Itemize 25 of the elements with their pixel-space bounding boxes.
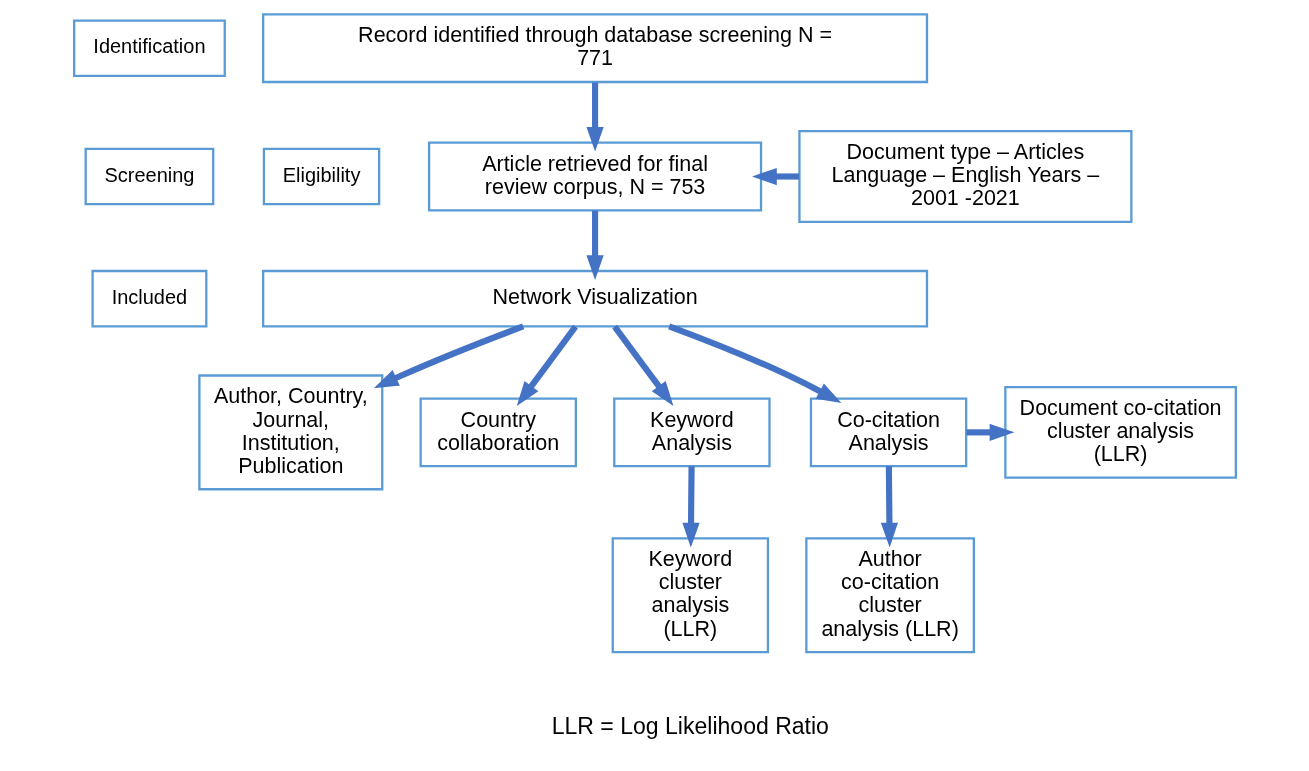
node-box: Screening <box>84 147 214 206</box>
node-box: Document type – Articles Language – English Years – 2001 -2021 <box>797 130 1132 223</box>
arrow <box>611 324 673 406</box>
arrow <box>681 466 700 548</box>
arrow <box>373 323 524 389</box>
arrow <box>667 323 841 403</box>
label: LLR = Log Likelihood Ratio <box>551 713 829 740</box>
node-box: Record identified through database screening N = 771 <box>261 13 928 84</box>
arrow <box>880 466 898 548</box>
arrow <box>751 167 799 186</box>
arrow <box>585 210 604 280</box>
arrow <box>516 324 578 406</box>
node-box: Document co-citation cluster analysis (LLR) <box>1003 385 1237 479</box>
node-box: Included <box>90 269 207 328</box>
node-box: Keyword cluster analysis (LLR) <box>611 537 769 654</box>
node-box: Author, Country, Journal, Institution, Publication <box>197 374 383 491</box>
node-box: Keyword Analysis <box>612 397 771 468</box>
node-box: Country collaboration <box>419 397 577 468</box>
node-box: Article retrieved for final review corpus, N = 753 <box>427 141 762 212</box>
node-box: Author co-citation cluster analysis (LLR) <box>804 537 975 654</box>
node-box: Co-citation Analysis <box>809 397 967 468</box>
arrow <box>585 82 604 152</box>
node-box: Eligibility <box>262 147 380 206</box>
node-box: Identification <box>72 19 226 78</box>
node-box: Network Visualization <box>261 269 928 328</box>
